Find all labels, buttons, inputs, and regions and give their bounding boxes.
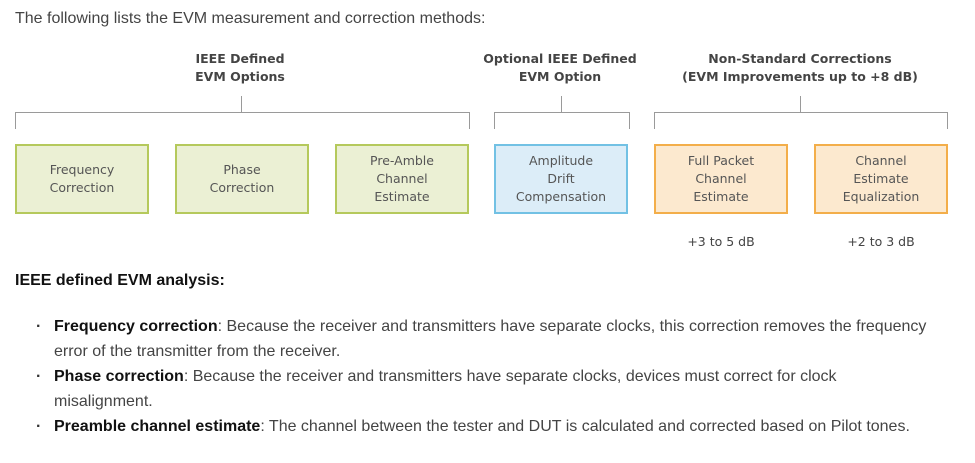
bracket-nonstandard	[654, 112, 948, 129]
analysis-list: · Frequency correction: Because the rece…	[30, 314, 930, 439]
evm-diagram: IEEE Defined EVM Options Optional IEEE D…	[15, 50, 948, 249]
bracket-stem-nonstandard	[800, 96, 801, 112]
bullet-term: Preamble channel estimate	[54, 418, 261, 435]
box-line: Frequency	[49, 162, 115, 177]
box-line: Pre-Amble	[370, 153, 434, 168]
group-label-line1: Non-Standard Corrections	[708, 51, 892, 66]
list-item: · Preamble channel estimate: The channel…	[30, 414, 930, 439]
intro-text: The following lists the EVM measurement …	[15, 10, 486, 27]
group-label-line2: (EVM Improvements up to +8 dB)	[682, 69, 918, 84]
box-line: Compensation	[515, 189, 607, 204]
bullet-text: : Because the receiver and transmitters …	[54, 368, 837, 410]
box-line: Estimate	[693, 189, 749, 204]
box-channel-estimate-equalization: Channel Estimate Equalization	[814, 144, 948, 214]
box-line: Equalization	[842, 189, 920, 204]
box-full-packet-channel-estimate: Full Packet Channel Estimate	[654, 144, 788, 214]
list-item: · Phase correction: Because the receiver…	[30, 364, 930, 414]
box-line: Amplitude	[528, 153, 594, 168]
group-label-nonstandard: Non-Standard Corrections (EVM Improvemen…	[660, 50, 940, 86]
box-line: Estimate	[374, 189, 430, 204]
box-phase-correction: Phase Correction	[175, 144, 309, 214]
group-label-ieee: IEEE Defined EVM Options	[170, 50, 310, 86]
box-line: Channel	[855, 153, 907, 168]
gain-equalization: +2 to 3 dB	[847, 234, 915, 249]
bracket-stem-ieee	[241, 96, 242, 112]
box-frequency-correction: Frequency Correction	[15, 144, 149, 214]
section-title: IEEE defined EVM analysis:	[15, 272, 225, 289]
box-line: Correction	[49, 180, 115, 195]
bullet-dot: ·	[36, 418, 42, 435]
box-line: Full Packet	[687, 153, 755, 168]
box-amplitude-drift-compensation: Amplitude Drift Compensation	[494, 144, 628, 214]
bullet-dot: ·	[36, 318, 42, 335]
gain-full-packet: +3 to 5 dB	[687, 234, 755, 249]
bracket-stem-optional	[561, 96, 562, 112]
group-label-line1: Optional IEEE Defined	[483, 51, 637, 66]
group-label-optional: Optional IEEE Defined EVM Option	[470, 50, 650, 86]
list-item: · Frequency correction: Because the rece…	[30, 314, 930, 364]
bracket-ieee	[15, 112, 470, 129]
bullet-text: : Because the receiver and transmitters …	[54, 318, 927, 360]
bullet-dot: ·	[36, 368, 42, 385]
group-label-line2: EVM Options	[195, 69, 285, 84]
group-label-line1: IEEE Defined	[195, 51, 285, 66]
bullet-term: Phase correction	[54, 368, 184, 385]
box-line: Channel	[695, 171, 747, 186]
bullet-term: Frequency correction	[54, 318, 218, 335]
box-line: Channel	[376, 171, 428, 186]
box-preamble-channel-estimate: Pre-Amble Channel Estimate	[335, 144, 469, 214]
box-line: Estimate	[853, 171, 909, 186]
group-label-line2: EVM Option	[518, 69, 602, 84]
bracket-optional	[494, 112, 630, 129]
box-line: Correction	[209, 180, 275, 195]
box-line: Drift	[547, 171, 575, 186]
box-line: Phase	[223, 162, 261, 177]
bullet-text: : The channel between the tester and DUT…	[260, 418, 910, 435]
